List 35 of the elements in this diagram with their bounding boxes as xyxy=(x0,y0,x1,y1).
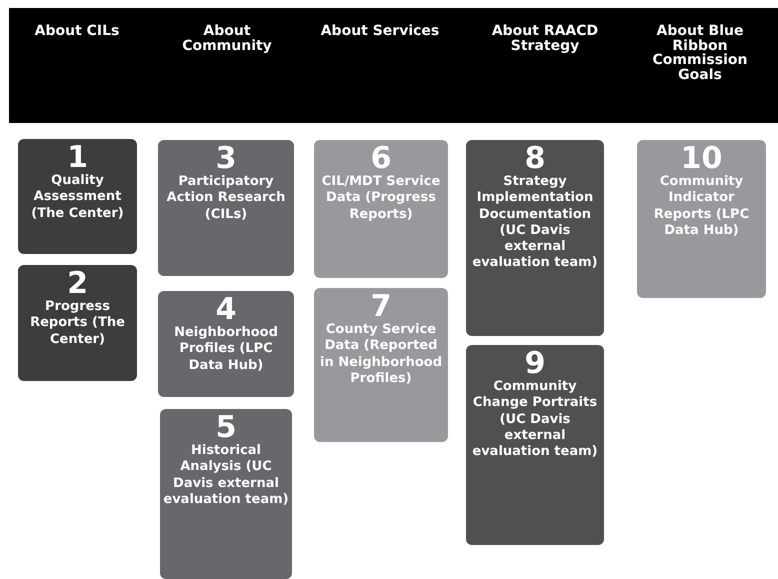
source-number: 3 xyxy=(216,144,236,174)
column-heading: About Community xyxy=(181,24,273,54)
source-number: 1 xyxy=(67,143,88,173)
column-heading: About RAACD Strategy xyxy=(490,24,600,54)
source-number: 8 xyxy=(524,144,546,174)
data-source-card xyxy=(18,265,137,381)
source-number: 5 xyxy=(216,413,236,443)
source-description: Historical Analysis (UC Davis external evaluation team) xyxy=(162,443,290,508)
data-source-card xyxy=(158,291,294,397)
source-description: CIL/MDT Service Data (Progress Reports) xyxy=(320,174,442,223)
source-description: Quality Assessment (The Center) xyxy=(30,173,125,222)
source-description: Neighborhood Profiles (LPC Data Hub) xyxy=(173,325,279,374)
source-description: Participatory Action Research (CILs) xyxy=(166,174,286,223)
source-number: 6 xyxy=(370,144,392,174)
source-description: Community Indicator Reports (LPC Data Hub) xyxy=(652,174,750,239)
source-number: 2 xyxy=(67,269,88,299)
data-source-card xyxy=(160,409,292,579)
source-number: 4 xyxy=(216,295,236,325)
column-heading: About Blue Ribbon Commission Goals xyxy=(652,24,748,83)
source-number: 7 xyxy=(370,292,392,322)
data-source-card xyxy=(158,140,294,276)
data-source-card xyxy=(466,140,604,336)
source-description: Progress Reports (The Center) xyxy=(29,299,126,348)
data-source-card xyxy=(18,139,137,254)
data-source-card xyxy=(314,288,448,442)
data-source-card xyxy=(314,140,448,278)
data-source-card xyxy=(637,140,766,298)
column-heading: About CILs xyxy=(34,24,120,39)
column-heading: About Services xyxy=(320,24,440,39)
source-description: Community Change Portraits (UC Davis external evaluation team) xyxy=(471,379,599,460)
source-number: 10 xyxy=(680,144,722,174)
source-description: Strategy Implementation Documentation (UC Davis external evaluation team) xyxy=(471,174,599,272)
source-number: 9 xyxy=(524,349,546,379)
data-source-card xyxy=(466,345,604,545)
source-description: County Service Data (Reported in Neighborhood Profiles) xyxy=(318,322,444,387)
